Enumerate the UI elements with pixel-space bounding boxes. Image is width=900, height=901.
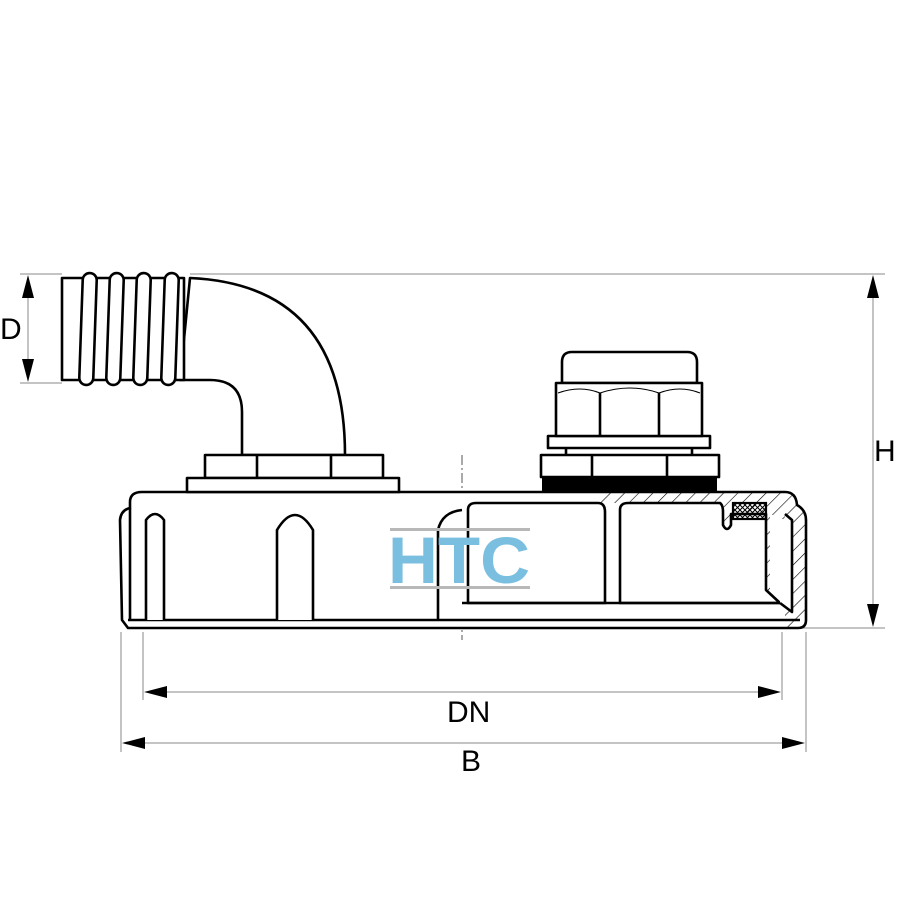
grip-slot (275, 513, 315, 620)
vent-valve (539, 350, 721, 491)
dimension-label-dn: DN (447, 696, 490, 729)
logo-text: HTC (388, 523, 530, 597)
grip-slot (144, 512, 166, 620)
htc-logo: HTC (388, 523, 530, 597)
o-ring-seal (731, 501, 768, 521)
dimension-label-b: B (461, 745, 481, 778)
dimension-label-d: D (0, 313, 22, 346)
hose-barb-elbow (60, 271, 401, 494)
dimension-label-h: H (874, 435, 896, 468)
cap-body (118, 490, 808, 630)
inner-cavity (618, 501, 782, 605)
